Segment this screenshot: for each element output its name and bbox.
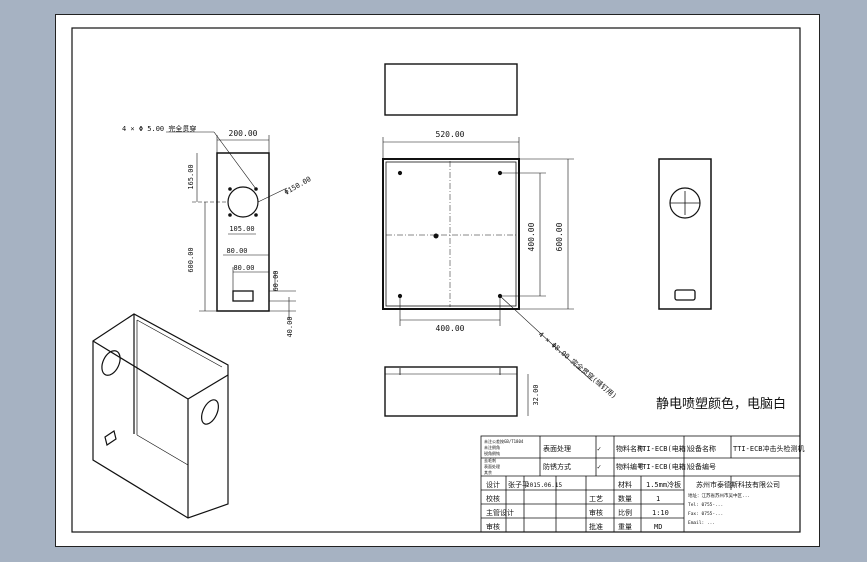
tb-approve-label: 批准 bbox=[589, 522, 603, 531]
side-view-right bbox=[658, 158, 712, 310]
side-view-left bbox=[166, 131, 296, 320]
tb-material-no: TTI-ECB(电箱) bbox=[638, 462, 690, 471]
dim-depth: 32.00 bbox=[532, 384, 540, 405]
tb-note: 未注公差按GB/T1804 bbox=[484, 438, 524, 444]
isometric-view bbox=[92, 313, 229, 519]
tb-anti-rust: 防锈方式 bbox=[543, 462, 571, 471]
tb-role: 主管设计 bbox=[486, 508, 514, 517]
tb-role: 设计 bbox=[486, 480, 500, 489]
tb-material-label: 材料 bbox=[618, 480, 632, 489]
tb-equipment-no-label: 设备编号 bbox=[688, 462, 716, 471]
tb-unit-label: 重量 bbox=[618, 523, 632, 531]
dim-slot-offset: 80.00 bbox=[226, 247, 247, 255]
tb-material: 1.5mm冷板 bbox=[646, 480, 681, 489]
tb-note: 锐角倒钝 bbox=[484, 450, 500, 456]
tb-scale: 1:10 bbox=[652, 509, 669, 517]
tb-note: 表面处理 bbox=[484, 463, 500, 469]
tb-unit: MD bbox=[654, 523, 662, 531]
dim-slot-height: 60.00 bbox=[272, 270, 280, 291]
tb-sym: ✓ bbox=[597, 463, 601, 471]
tb-qty-label: 数量 bbox=[618, 494, 632, 503]
tb-surface-treatment: 表面处理 bbox=[543, 444, 571, 453]
tb-equipment: TTI-ECB冲击头检测机 bbox=[733, 444, 805, 453]
tb-qty: 1 bbox=[656, 495, 660, 503]
tb-email: Email: ... bbox=[688, 520, 715, 526]
dim-width-side: 200.00 bbox=[229, 129, 258, 138]
tb-scale-label: 比例 bbox=[618, 508, 632, 517]
tb-fax: Fax: 0755-... bbox=[688, 511, 723, 517]
tb-date: 2015.06.15 bbox=[526, 482, 563, 489]
top-view-panel bbox=[384, 63, 518, 116]
dim-slot-bottom: 40.00 bbox=[286, 316, 294, 337]
dim-height-front: 600.00 bbox=[555, 222, 564, 251]
note-holes-front: 4 × Φ8.00 完全贯穿(缝钉用) bbox=[537, 330, 619, 401]
note-finish: 静电喷塑颜色，电脑白 bbox=[656, 396, 786, 412]
drawing-canvas: 520.00 400.00 600.00 400.00 4 × Φ8.00 完全… bbox=[71, 27, 805, 533]
tb-material-name-label: 物料名称 bbox=[616, 444, 644, 453]
tb-note: 其余 bbox=[484, 469, 492, 475]
dim-hole-spacing-v: 400.00 bbox=[527, 222, 536, 251]
drawing-sheet: 520.00 400.00 600.00 400.00 4 × Φ8.00 完全… bbox=[55, 14, 820, 547]
dim-width-front: 520.00 bbox=[436, 130, 465, 139]
tb-material-name: TTI-ECB(电箱) bbox=[638, 444, 690, 453]
tb-name: 张子平 bbox=[508, 480, 529, 489]
dim-hole-spacing-h: 400.00 bbox=[436, 324, 465, 333]
dim-fan-holes: 105.00 bbox=[229, 225, 254, 233]
tb-equipment-label: 设备名称 bbox=[688, 444, 716, 453]
tb-sym: ✓ bbox=[597, 445, 601, 453]
tb-note: 未注倒角 bbox=[484, 444, 500, 450]
tb-note: 去毛刺 bbox=[484, 457, 496, 463]
dim-side-height: 600.00 bbox=[187, 247, 195, 272]
tb-process-label: 工艺 bbox=[589, 495, 603, 503]
tb-role: 审核 bbox=[486, 522, 500, 531]
tb-tel: Tel: 0755-... bbox=[688, 502, 723, 508]
title-block bbox=[480, 435, 801, 533]
tb-address: 地址：江苏省苏州市吴中区... bbox=[688, 492, 750, 499]
dim-fan-dia: Φ150.00 bbox=[283, 175, 313, 197]
note-holes-side: 4 × Φ 5.00 完全贯穿 bbox=[122, 124, 196, 133]
tb-review-label: 审核 bbox=[589, 508, 603, 517]
tb-role: 校核 bbox=[486, 494, 500, 503]
front-view bbox=[382, 137, 593, 382]
inner-border bbox=[71, 27, 801, 533]
dim-slot-width: 80.00 bbox=[233, 264, 254, 272]
dim-fan-offset: 165.00 bbox=[187, 164, 195, 189]
tb-company: 苏州市泰德斯科技有限公司 bbox=[696, 480, 780, 489]
title-block-text: 未注公差按GB/T1804 未注倒角 锐角倒钝 去毛刺 表面处理 其余 表面处理… bbox=[484, 438, 805, 531]
tb-material-no-label: 物料编号 bbox=[616, 462, 644, 471]
bottom-view bbox=[384, 366, 529, 417]
